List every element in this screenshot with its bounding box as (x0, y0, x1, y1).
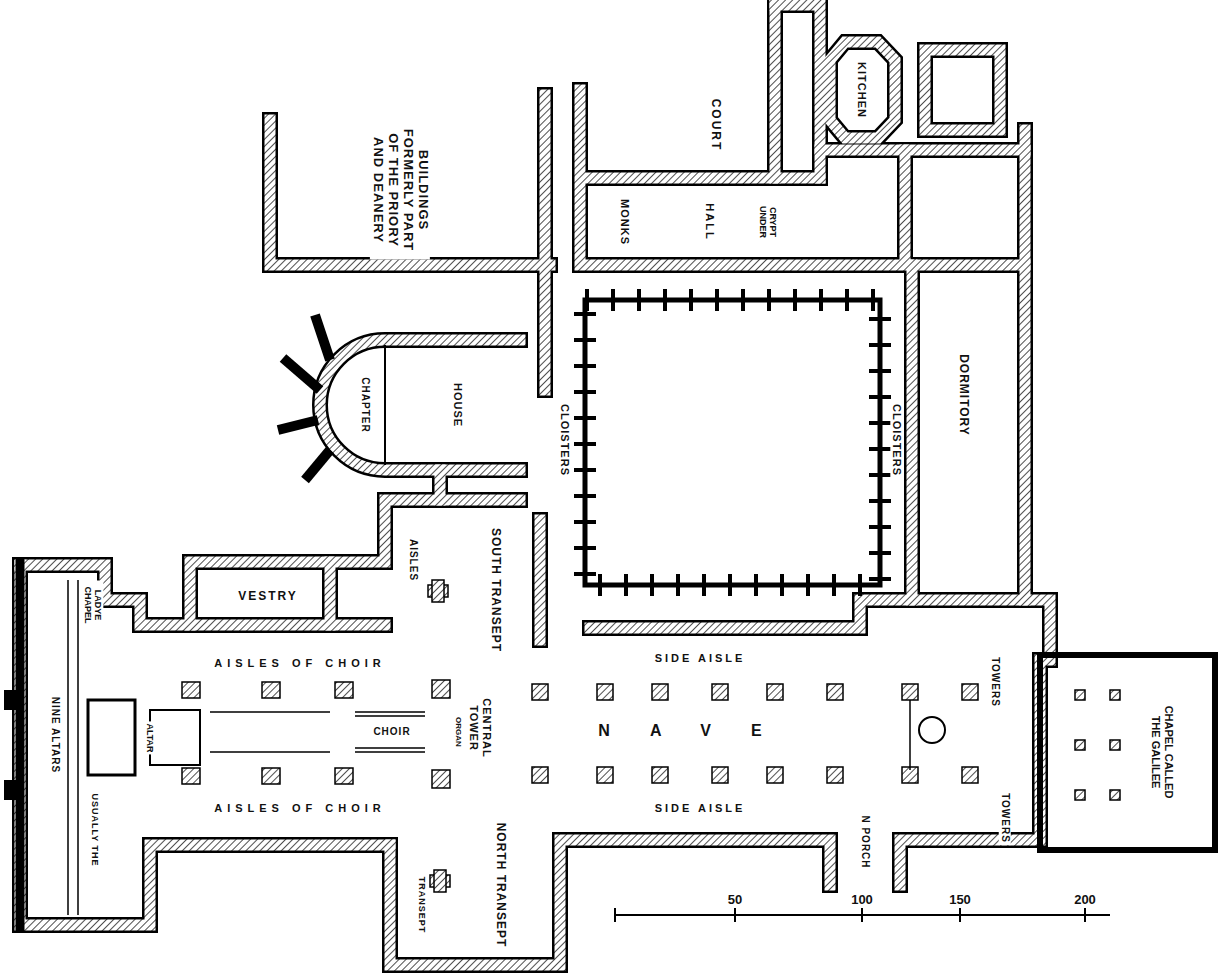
room-label: HOUSE (452, 381, 465, 429)
room-label: COURT (708, 97, 722, 154)
room-label: ALTAR (145, 721, 155, 754)
room-label: CHOIR (371, 726, 412, 738)
room-label: CLOISTERS (559, 402, 572, 478)
room-label: NINE ALTARS (49, 695, 61, 775)
room-label: ORGAN (453, 715, 462, 749)
room-label: USUALLY THE (90, 791, 100, 868)
room-label: CLOISTERS (891, 402, 904, 478)
room-label: NORTH TRANSEPT (493, 821, 507, 950)
room-label: CRYPT UNDER (758, 196, 779, 248)
room-label: AISLES (407, 537, 419, 583)
room-label: MONKS (619, 197, 632, 247)
room-label: KITCHEN (856, 60, 869, 120)
scale-number: 50 (726, 893, 744, 908)
room-label: SIDE AISLE (653, 802, 748, 815)
room-label: AISLES OF CHOIR (212, 802, 388, 815)
scale-number: 200 (1072, 893, 1098, 908)
room-label: SOUTH TRANSEPT (488, 526, 502, 654)
room-label: DORMITORY (956, 352, 970, 438)
scale-number: 100 (849, 893, 875, 908)
room-label: TOWERS (999, 791, 1011, 845)
room-label: N PORCH (859, 813, 871, 870)
room-label: AISLES OF CHOIR (212, 657, 388, 670)
room-label: VESTRY (236, 590, 300, 604)
room-label: CHAPEL CALLED THE GALILEE (1149, 695, 1174, 809)
room-label: HALL (704, 201, 717, 242)
room-label: LADYE CHAPEL (83, 581, 104, 630)
room-label: CHAPTER (359, 375, 371, 434)
scale-number: 150 (947, 893, 973, 908)
room-label: NAVE (596, 722, 803, 740)
room-label: CENTRAL TOWER (467, 696, 492, 760)
room-label: TOWERS (989, 655, 1001, 709)
room-label: SIDE AISLE (653, 652, 748, 665)
room-label: TRANSEPT (417, 875, 427, 936)
room-label: BUILDINGS FORMERLY PART OF THE PRIORY AN… (370, 121, 430, 260)
